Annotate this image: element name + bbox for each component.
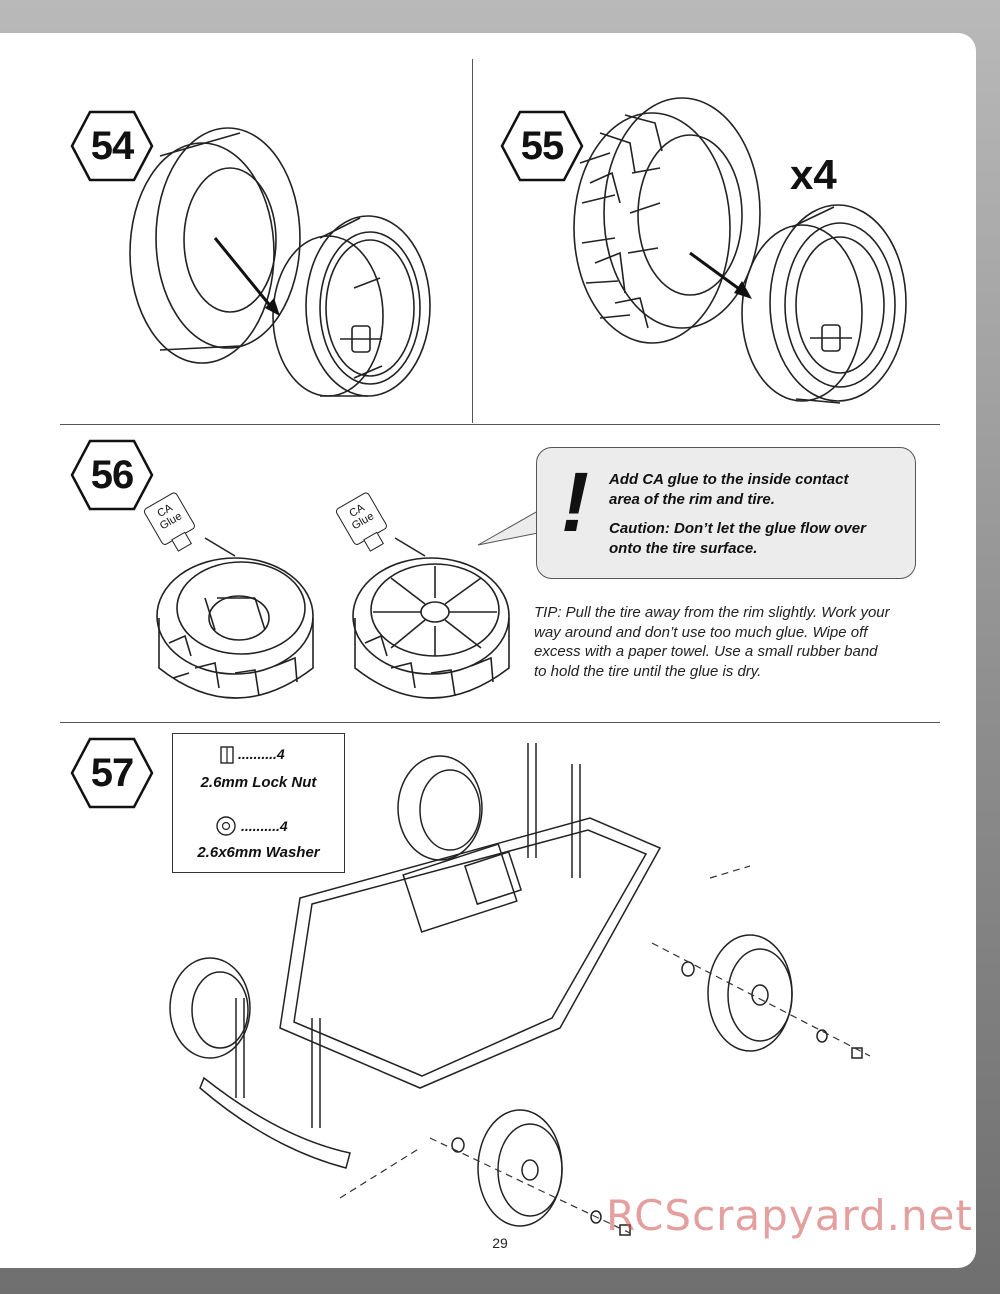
tip-line-3: excess with a paper towel. Use a small r… bbox=[534, 643, 878, 660]
step-56-badge: 56 bbox=[70, 439, 154, 511]
note-caution-1: Caution: Don’t let the glue flow over bbox=[609, 520, 866, 537]
tip-line-2: way around and don’t use too much glue. … bbox=[534, 623, 868, 641]
note-line-1: Add CA glue to the inside contact bbox=[609, 471, 849, 488]
exclamation-icon: ! bbox=[561, 455, 589, 549]
section-divider-2 bbox=[60, 722, 940, 723]
vertical-divider bbox=[472, 59, 473, 423]
step-number: 55 bbox=[520, 124, 565, 168]
lock-nut-icon bbox=[220, 746, 234, 764]
parts-list: ..........4 2.6mm Lock Nut ..........4 2… bbox=[172, 733, 345, 873]
page-number: 29 bbox=[492, 1235, 508, 1251]
note-line-2: area of the rim and tire. bbox=[609, 491, 775, 508]
washer-icon bbox=[216, 816, 236, 836]
washer-name: 2.6x6mm Washer bbox=[197, 844, 320, 861]
washer-quantity: ..........4 bbox=[241, 818, 288, 834]
quantity-label: x4 bbox=[790, 151, 837, 198]
step-number: 54 bbox=[90, 124, 135, 168]
tip-text: TIP: Pull the tire away from the rim sli… bbox=[534, 603, 930, 681]
lock-nut-name: 2.6mm Lock Nut bbox=[200, 774, 317, 791]
section-divider-1 bbox=[60, 424, 940, 425]
manual-page: 54 55 x4 bbox=[0, 33, 976, 1268]
note-callout-pointer bbox=[477, 510, 539, 546]
step-56-glued-wheels-illustration bbox=[156, 537, 510, 699]
step-55-badge: 55 bbox=[500, 110, 584, 182]
step-57-chassis-illustration bbox=[169, 743, 871, 1236]
step-54-badge: 54 bbox=[70, 110, 154, 182]
step-57-badge: 57 bbox=[70, 737, 154, 809]
note-caution-2: onto the tire surface. bbox=[609, 540, 758, 557]
watermark: RCScrapyard.net bbox=[606, 1191, 973, 1240]
tip-line-4: to hold the tire until the glue is dry. bbox=[534, 662, 762, 680]
step-54-tire-rim-illustration bbox=[129, 127, 431, 397]
tip-line-1: TIP: Pull the tire away from the rim sli… bbox=[534, 604, 890, 621]
step-55-tire-rim-illustration bbox=[573, 97, 907, 404]
step-number: 56 bbox=[90, 453, 135, 497]
lock-nut-quantity: ..........4 bbox=[238, 746, 285, 762]
caution-note: ! Add CA glue to the inside contact area… bbox=[536, 447, 916, 579]
step-number: 57 bbox=[90, 751, 135, 795]
